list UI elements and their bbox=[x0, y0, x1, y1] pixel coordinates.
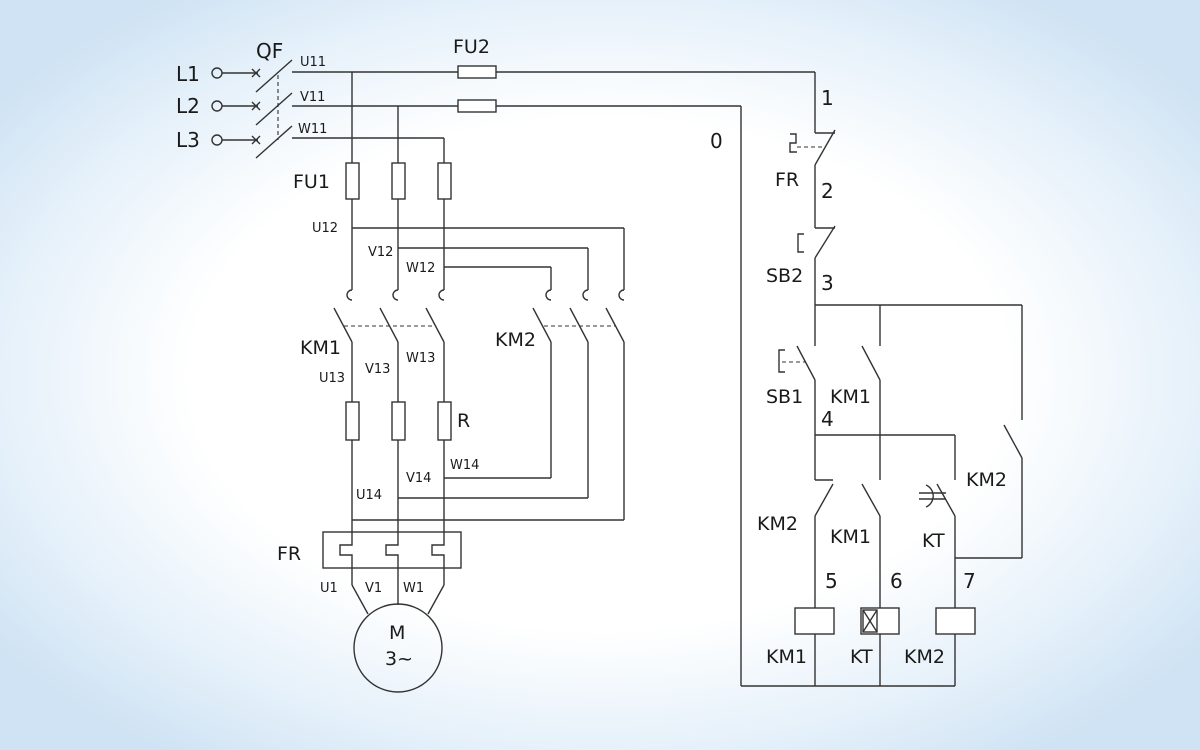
fu1-label: FU1 bbox=[293, 171, 330, 193]
l2-label: L2 bbox=[176, 94, 200, 118]
fuse-fu2 bbox=[457, 65, 497, 113]
sb2-stop-button bbox=[797, 225, 836, 338]
motor-phase-label: 3~ bbox=[385, 648, 413, 670]
km1-nc-label: KM1 bbox=[830, 526, 871, 548]
l3-label: L3 bbox=[176, 128, 200, 152]
wire-w14: W14 bbox=[450, 458, 479, 473]
wire-u12: U12 bbox=[312, 221, 338, 236]
km1-main-contacts bbox=[333, 289, 445, 402]
wire-v1: V1 bbox=[365, 581, 382, 596]
node-0: 0 bbox=[710, 129, 723, 153]
coil-kt bbox=[860, 607, 900, 686]
wire-u14: U14 bbox=[356, 488, 382, 503]
wire-w11: W11 bbox=[298, 122, 327, 137]
coil-kt-label: KT bbox=[850, 646, 873, 668]
node-3: 3 bbox=[821, 271, 834, 295]
phase-wires-mid bbox=[351, 199, 625, 290]
resistor-label: R bbox=[457, 410, 470, 432]
fr-nc-contact bbox=[789, 129, 836, 228]
qf-label: QF bbox=[256, 39, 283, 63]
node-4: 4 bbox=[821, 407, 834, 431]
km2-nc-label: KM2 bbox=[757, 513, 798, 535]
coil-km2-label: KM2 bbox=[904, 646, 945, 668]
thermal-relay-fr bbox=[322, 531, 462, 569]
wire-w13: W13 bbox=[406, 351, 435, 366]
breaker-qf bbox=[255, 59, 293, 159]
node4-bus bbox=[814, 434, 956, 480]
motor bbox=[353, 603, 443, 693]
kt-contact-label: KT bbox=[922, 530, 945, 552]
coil-km1-label: KM1 bbox=[766, 646, 807, 668]
wire-v12: V12 bbox=[368, 245, 393, 260]
wire-u1: U1 bbox=[320, 581, 338, 596]
wire-v14: V14 bbox=[406, 471, 431, 486]
l1-label: L1 bbox=[176, 62, 200, 86]
km1-no-contact bbox=[861, 483, 881, 608]
coil-km1 bbox=[794, 607, 835, 686]
resistors-r bbox=[345, 401, 452, 540]
km2-power-label: KM2 bbox=[495, 329, 536, 351]
wire-u11: U11 bbox=[300, 55, 326, 70]
km2-contact-label: KM2 bbox=[966, 469, 1007, 491]
km1-seal-label: KM1 bbox=[830, 386, 871, 408]
node-2: 2 bbox=[821, 179, 834, 203]
sb1-label: SB1 bbox=[766, 386, 803, 408]
km1-power-label: KM1 bbox=[300, 337, 341, 359]
wire-v13: V13 bbox=[365, 362, 390, 377]
node3-bus bbox=[815, 304, 1023, 420]
km1-seal-contact bbox=[861, 338, 881, 480]
motor-leads bbox=[351, 568, 445, 615]
node-1: 1 bbox=[821, 86, 834, 110]
sb1-start-button bbox=[778, 338, 816, 435]
main-bus-wires bbox=[292, 71, 816, 686]
fu2-label: FU2 bbox=[453, 36, 490, 58]
wire-u13: U13 bbox=[319, 371, 345, 386]
motor-m-label: M bbox=[389, 622, 405, 644]
node-7: 7 bbox=[963, 569, 976, 593]
node-5: 5 bbox=[825, 569, 838, 593]
supply-terminals bbox=[211, 67, 261, 146]
wire-w12: W12 bbox=[406, 261, 435, 276]
fuse-fu1 bbox=[345, 162, 452, 200]
node-6: 6 bbox=[890, 569, 903, 593]
km2-nc-interlock bbox=[814, 479, 834, 608]
fr-control-label: FR bbox=[775, 169, 799, 191]
sb2-label: SB2 bbox=[766, 265, 803, 287]
km2-no-contact bbox=[955, 424, 1023, 559]
fr-power-label: FR bbox=[277, 543, 301, 565]
wire-w1: W1 bbox=[403, 581, 424, 596]
kt-delay-contact bbox=[919, 483, 956, 608]
coil-km2 bbox=[935, 607, 976, 686]
wire-v11: V11 bbox=[300, 90, 325, 105]
